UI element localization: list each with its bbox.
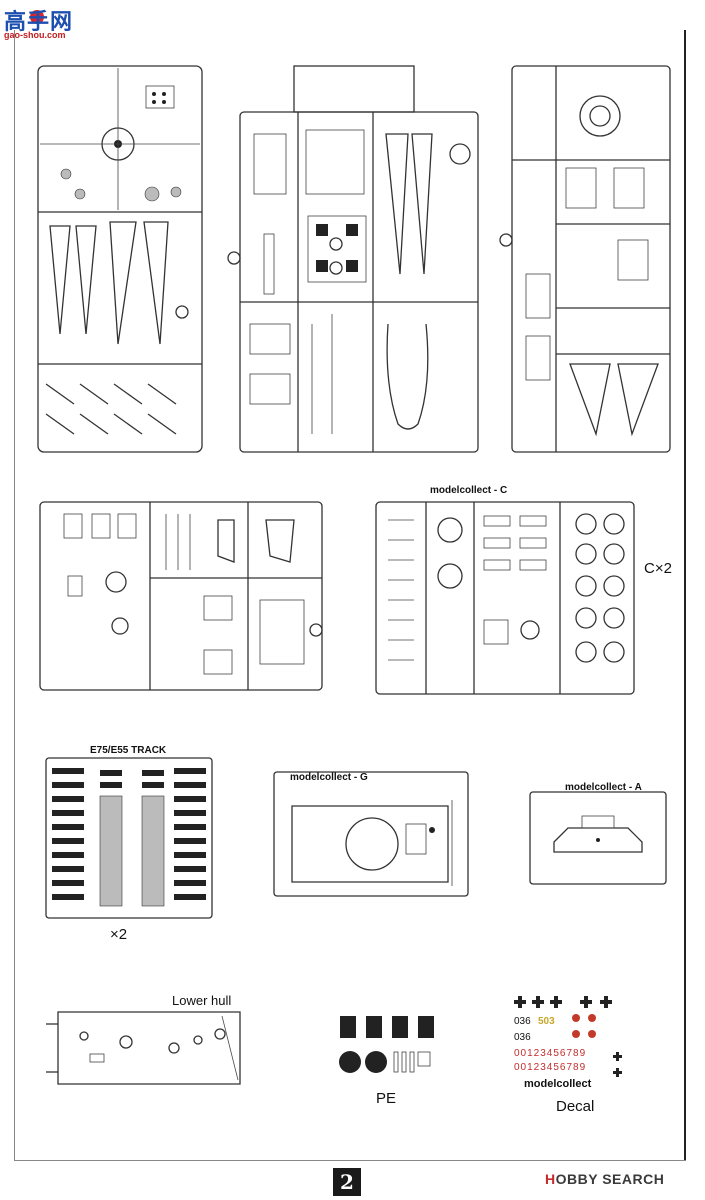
sprue-top-right [499,65,671,453]
decal-036-row1: 036 [514,1016,531,1027]
sprue-middle-left [39,501,323,691]
site-name: 高手网 [4,10,74,35]
frame-right-line [684,30,686,1160]
frame-bottom-line [14,1160,686,1161]
hobby-search-logo-text: OBBY SEARCH [555,1171,665,1187]
pe-label: PE [376,1090,397,1107]
lower-hull-part [46,1011,241,1085]
balkenkreuz-icon [514,996,622,1077]
hobby-search-logo: HOBBY SEARCH [545,1171,664,1187]
sprue-c-quantity: C×2 [644,560,672,577]
sprue-g [273,771,469,897]
logo-emblem-icon [30,10,44,24]
page-number: 2 [333,1168,361,1196]
site-watermark-logo: 高手网 gao-shou.com [4,4,80,42]
sprue-a [529,791,667,885]
sprue-g-brand: modelcollect - G [290,772,368,783]
site-url: gao-shou.com [4,30,66,40]
track-links-right [174,768,206,900]
decal-label: Decal [556,1098,595,1115]
decal-red-numbers-2: 00123456789 [514,1062,587,1073]
decal-red-numbers-1: 00123456789 [514,1048,587,1059]
sprue-c [375,501,635,695]
sprue-a-brand: modelcollect - A [565,782,642,793]
decal-sheet [514,996,622,1077]
track-title: E75/E55 TRACK [90,745,167,756]
lower-hull-label: Lower hull [172,993,232,1008]
sprue-top-left [37,65,203,453]
track-links-left [52,768,84,900]
decal-036-row2: 036 [514,1032,531,1043]
frame-left-line [14,30,15,1160]
pe-fret [339,1016,434,1073]
decal-yellow-number: 503 [538,1016,555,1027]
track-quantity: ×2 [110,926,128,943]
sprue-c-brand: modelcollect - C [430,485,508,496]
decal-brand: modelcollect [524,1078,592,1090]
hobby-search-logo-prefix: H [545,1171,556,1187]
sprue-track [45,757,213,919]
sprue-top-middle [227,65,479,453]
